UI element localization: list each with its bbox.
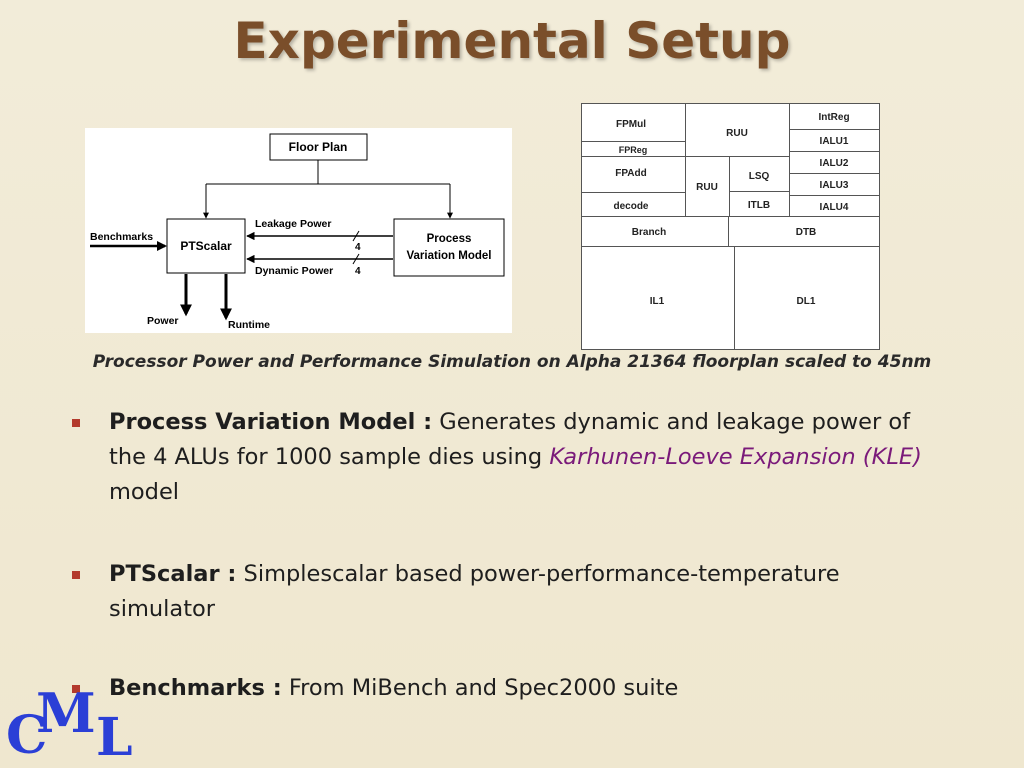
bullet-square-icon xyxy=(72,419,80,427)
leakage-bus-slash xyxy=(352,230,360,242)
lsq-label: LSQ xyxy=(749,171,770,182)
bullet-text: Generates dynamic and leakage power of t… xyxy=(109,409,911,470)
kle-highlight: Karhunen-Loeve Expansion (KLE) xyxy=(549,444,922,470)
dynamic-bus-slash xyxy=(352,253,360,265)
logo-letter-m: M xyxy=(36,681,96,745)
fpreg-label: FPReg xyxy=(619,145,648,155)
ruu-mid-label: RUU xyxy=(696,182,718,193)
process-variation-label-2: Variation Model xyxy=(407,250,492,262)
bullet-square-icon xyxy=(72,685,80,693)
ialu1-label: IALU1 xyxy=(820,136,849,147)
alpha-floorplan: FPMul FPReg RUU IntReg IALU1 IALU2 IALU3… xyxy=(581,103,880,350)
logo-letter-c: C xyxy=(6,705,48,766)
bullet-tail: model xyxy=(109,479,180,505)
ialu4-label: IALU4 xyxy=(820,202,849,213)
bullet-term: Benchmarks : xyxy=(109,675,282,701)
bullet-process-variation: Process Variation Model : Generates dyna… xyxy=(70,405,930,510)
fpadd-label: FPAdd xyxy=(615,168,646,179)
bullet-list: Process Variation Model : Generates dyna… xyxy=(70,405,930,706)
bullet-text: From MiBench and Spec2000 suite xyxy=(281,675,679,701)
slide-title: Experimental Setup xyxy=(233,12,791,70)
floor-plan-label: Floor Plan xyxy=(289,140,348,154)
ptscalar-box xyxy=(166,218,246,274)
leakage-width-label: 4 xyxy=(355,242,361,253)
dtb-label: DTB xyxy=(796,227,817,238)
logo-letter-l: L xyxy=(96,707,133,768)
ialu3-label: IALU3 xyxy=(820,180,849,191)
branch-label: Branch xyxy=(632,227,666,238)
ruu-top-label: RUU xyxy=(726,128,748,139)
runtime-label: Runtime xyxy=(228,319,270,331)
intreg-label: IntReg xyxy=(818,112,849,123)
dynamic-power-label: Dynamic Power xyxy=(255,265,333,277)
power-label: Power xyxy=(147,315,179,327)
fpmul-label: FPMul xyxy=(616,119,646,130)
dl1-label: DL1 xyxy=(797,296,816,307)
bullet-text: Simplescalar based power-performance-tem… xyxy=(109,561,840,622)
il1-label: IL1 xyxy=(650,296,665,307)
bullet-term: PTScalar : xyxy=(109,561,237,587)
cml-logo: C M L xyxy=(0,686,150,768)
itlb-label: ITLB xyxy=(748,200,770,211)
figure-caption: Processor Power and Performance Simulati… xyxy=(92,352,932,372)
ialu2-label: IALU2 xyxy=(820,158,849,169)
dynamic-width-label: 4 xyxy=(355,266,361,277)
simulation-flow-diagram: Floor Plan PTScalar Process Variation Mo… xyxy=(85,128,512,333)
bullet-term: Process Variation Model : xyxy=(109,409,433,435)
process-variation-box xyxy=(393,218,505,277)
bullet-square-icon xyxy=(72,571,80,579)
leakage-power-label: Leakage Power xyxy=(255,218,331,230)
bullet-benchmarks: Benchmarks : From MiBench and Spec2000 s… xyxy=(70,671,930,706)
ptscalar-label: PTScalar xyxy=(180,239,232,253)
process-variation-label-1: Process xyxy=(427,233,472,245)
floor-plan-box xyxy=(269,133,368,161)
block-dl1 xyxy=(734,246,880,350)
decode-label: decode xyxy=(613,201,648,212)
benchmarks-label: Benchmarks xyxy=(90,231,153,243)
bullet-ptscalar: PTScalar : Simplescalar based power-perf… xyxy=(70,557,930,627)
